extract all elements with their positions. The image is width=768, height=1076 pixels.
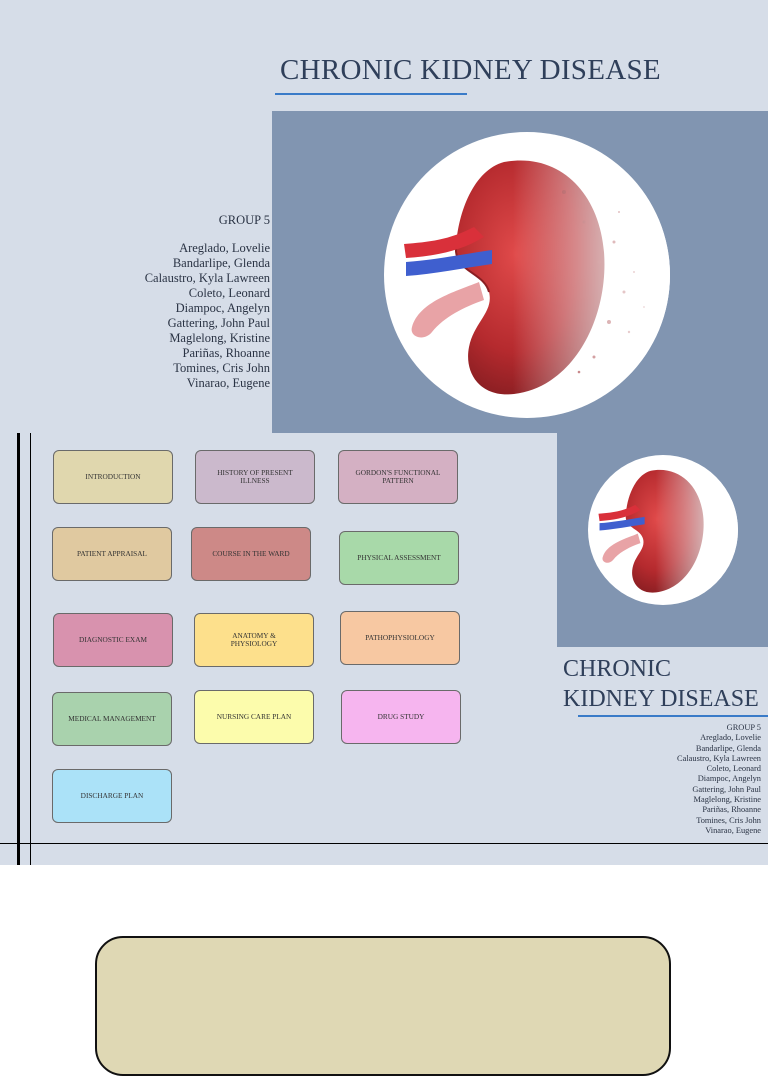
title-line: KIDNEY DISEASE xyxy=(563,686,759,712)
menu-patient-appraisal-button[interactable]: PATIENT APPRAISAL xyxy=(52,527,172,581)
member-name: Diampoc, Angelyn xyxy=(697,774,761,784)
member-name: Pariñas, Rhoanne xyxy=(182,346,270,360)
menu-medical-management-button[interactable]: MEDICAL MANAGEMENT xyxy=(52,692,172,746)
menu-introduction-button[interactable]: INTRODUCTION xyxy=(53,450,173,504)
divider-line xyxy=(30,433,31,865)
slide-3-card xyxy=(95,936,671,1076)
page-title: CHRONIC KIDNEY DISEASE xyxy=(280,54,661,86)
member-name: Pariñas, Rhoanne xyxy=(702,805,761,815)
menu-diagnostic-exam-button[interactable]: DIAGNOSTIC EXAM xyxy=(53,613,173,667)
member-name: Maglelong, Kristine xyxy=(169,331,270,345)
menu-discharge-plan-button[interactable]: DISCHARGE PLAN xyxy=(52,769,172,823)
group-label: GROUP 5 xyxy=(726,723,761,732)
member-name: Maglelong, Kristine xyxy=(693,795,761,805)
menu-drug-study-button[interactable]: DRUG STUDY xyxy=(341,690,461,744)
divider-line xyxy=(0,843,768,844)
member-name: Calaustro, Kyla Lawreen xyxy=(144,271,270,285)
member-name: Vinarao, Eugene xyxy=(186,376,270,390)
menu-pathophysiology-button[interactable]: PATHOPHYSIOLOGY xyxy=(340,611,460,665)
member-name: Coleto, Leonard xyxy=(706,764,761,774)
menu-course-ward-button[interactable]: COURSE IN THE WARD xyxy=(191,527,311,581)
member-name: Tomines, Cris John xyxy=(696,815,761,825)
member-name: Diampoc, Angelyn xyxy=(175,301,270,315)
member-name: Gattering, John Paul xyxy=(167,316,270,330)
kidney-illustration-icon xyxy=(384,132,670,418)
menu-history-button[interactable]: HISTORY OF PRESENT ILLNESS xyxy=(195,450,315,504)
member-name: Areglado, Lovelie xyxy=(179,241,270,255)
member-name: Bandarlipe, Glenda xyxy=(695,743,761,753)
member-name: Gattering, John Paul xyxy=(692,784,761,794)
menu-anatomy-button[interactable]: ANATOMY & PHYSIOLOGY xyxy=(194,613,314,667)
divider-line xyxy=(17,433,20,865)
group-members: GROUP 5 Areglado, Lovelie Bandarlipe, Gl… xyxy=(90,213,270,391)
title-underline xyxy=(275,93,467,95)
title-line: CHRONIC xyxy=(563,656,672,682)
member-name: Areglado, Lovelie xyxy=(700,733,761,743)
member-name: Bandarlipe, Glenda xyxy=(172,256,270,270)
kidney-image xyxy=(384,132,670,418)
member-name: Calaustro, Kyla Lawreen xyxy=(677,753,761,763)
kidney-illustration-icon xyxy=(588,455,738,605)
menu-physical-assessment-button[interactable]: PHYSICAL ASSESSMENT xyxy=(339,531,459,585)
group-label: GROUP 5 xyxy=(218,213,270,227)
member-name: Coleto, Leonard xyxy=(188,286,270,300)
kidney-image-small xyxy=(588,455,738,605)
group-members-small: GROUP 5 Areglado, Lovelie Bandarlipe, Gl… xyxy=(620,723,761,836)
member-name: Tomines, Cris John xyxy=(173,361,270,375)
slide-2-title: CHRONIC KIDNEY DISEASE xyxy=(563,654,759,714)
title-underline xyxy=(578,715,768,717)
menu-nursing-care-plan-button[interactable]: NURSING CARE PLAN xyxy=(194,690,314,744)
member-name: Vinarao, Eugene xyxy=(705,825,761,835)
menu-gordons-button[interactable]: GORDON'S FUNCTIONAL PATTERN xyxy=(338,450,458,504)
